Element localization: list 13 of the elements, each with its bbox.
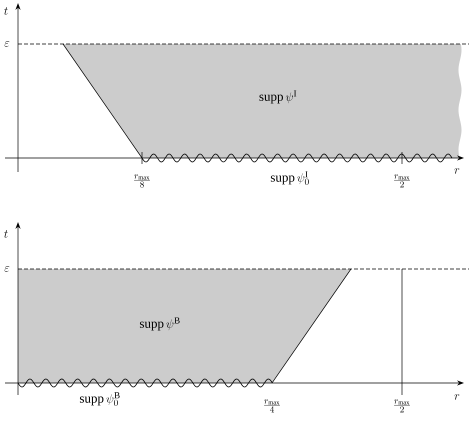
epsilon-label: $\varepsilon$ bbox=[4, 266, 10, 272]
tick-label: $\frac{r_{\max}}{8}$ bbox=[134, 174, 150, 188]
tick-label: $\frac{r_{\max}}{4}$ bbox=[264, 400, 280, 412]
shaded-region: $\mathrm{supp}\,\psi^{\mathrm{I}}$ bbox=[62, 44, 462, 158]
t-label: $t$ bbox=[4, 7, 8, 15]
support-label: $\mathrm{supp}\,\psi_0^{\mathrm{I}}$ bbox=[270, 171, 309, 185]
t-label: $t$ bbox=[4, 230, 8, 238]
tick-label: $\frac{r_{\max}}{2}$ bbox=[394, 400, 410, 412]
tick-label: $\frac{r_{\max}}{2}$ bbox=[394, 174, 410, 188]
r-label: $r$ bbox=[454, 394, 460, 400]
epsilon-label: $\varepsilon$ bbox=[4, 41, 10, 47]
shaded-region: $\mathrm{supp}\,\psi^{\mathrm{B}}$ bbox=[18, 268, 352, 384]
r-label: $r$ bbox=[454, 168, 460, 174]
